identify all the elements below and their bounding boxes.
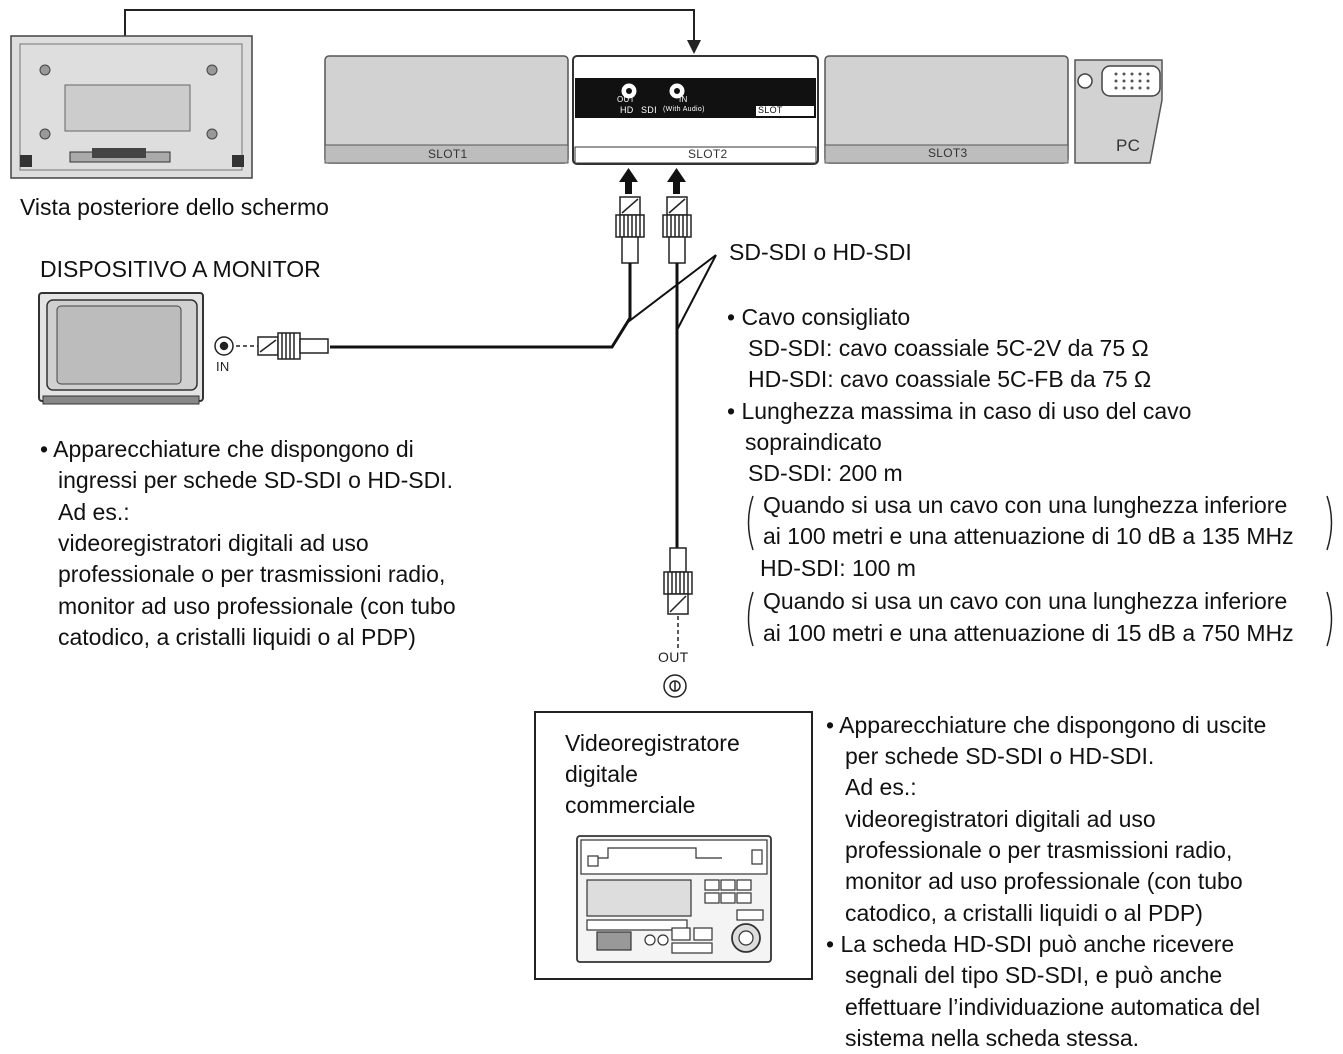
cable-spec-line: Quando si usa un cavo con una lunghezza … [763, 588, 1288, 614]
cable-spec-line: • Cavo consigliato [727, 304, 911, 330]
bnc-connector-out [615, 196, 645, 264]
recorder-bnc-plug [663, 547, 693, 650]
slot3-label: SLOT3 [928, 146, 968, 160]
recorder-desc-line: segnali del tipo SD-SDI, e può anche [845, 962, 1223, 988]
recorder-desc-line: sistema nella scheda stessa. [845, 1025, 1140, 1051]
recorder-output-jack-icon [663, 674, 687, 698]
slot2-hd-label: HD [620, 105, 634, 115]
cable-to-monitor [330, 263, 632, 349]
cable-spec-line: • Lunghezza massima in caso di uso del c… [727, 398, 1192, 424]
cable-spec-line: ai 100 metri e una attenuazione di 15 dB… [763, 620, 1294, 646]
monitor-desc-line: monitor ad uso professionale (con tubo [58, 593, 456, 619]
recorder-desc-line: effettuare l’individuazione automatica d… [845, 994, 1261, 1020]
slot1-panel [324, 55, 569, 164]
cable-spec-line: HD-SDI: 100 m [760, 555, 916, 581]
monitor-desc-line: videoregistratori digitali ad uso [58, 530, 369, 556]
slot2-with-audio-label: (With Audio) [663, 106, 705, 113]
slot2-panel [572, 55, 819, 165]
monitor-desc-line: ingressi per schede SD-SDI o HD-SDI. [58, 467, 453, 493]
slot1-label: SLOT1 [428, 147, 468, 161]
monitor-device-illustration [38, 292, 204, 405]
monitor-desc-line: professionale o per trasmissioni radio, [58, 561, 446, 587]
slot2-label: SLOT2 [688, 147, 728, 161]
recorder-desc-line: Ad es.: [845, 774, 917, 800]
monitor-device-title: DISPOSITIVO A MONITOR [40, 256, 321, 282]
monitor-bnc-plug [236, 332, 329, 360]
cable-spec-line: HD-SDI: cavo coassiale 5C-FB da 75 Ω [748, 366, 1152, 392]
recorder-desc-line: monitor ad uso professionale (con tubo [845, 868, 1243, 894]
recorder-title-line: digitale [565, 761, 638, 787]
monitor-input-label: IN [216, 359, 230, 374]
slot2-out-label: OUT [617, 95, 635, 104]
recorder-desc-line: • Apparecchiature che dispongono di usci… [826, 712, 1267, 738]
slot2-in-label: IN [679, 95, 688, 104]
cable-label-leaders [627, 254, 717, 331]
cable-spec-line: SD-SDI: 200 m [748, 460, 903, 486]
cable-label: SD-SDI o HD-SDI [729, 239, 912, 265]
slot2-sdi-label: SDI [641, 105, 657, 115]
recorder-title-line: Videoregistratore [565, 730, 740, 756]
slot3-panel [824, 55, 1069, 164]
recorder-desc-line: per schede SD-SDI o HD-SDI. [845, 743, 1155, 769]
cable-spec-line: ai 100 metri e una attenuazione di 10 dB… [763, 523, 1294, 549]
recorder-desc-line: professionale o per trasmissioni radio, [845, 837, 1233, 863]
cable-spec-line: Quando si usa un cavo con una lunghezza … [763, 492, 1288, 518]
recorder-title-line: commerciale [565, 792, 696, 818]
rear-view-caption: Vista posteriore dello schermo [20, 194, 329, 220]
monitor-desc-line: Ad es.: [58, 499, 130, 525]
pc-panel [1074, 59, 1163, 164]
input-arrows [619, 168, 686, 194]
display-rear-panel [10, 35, 253, 179]
recorder-illustration [576, 835, 772, 963]
cable-spec-line: sopraindicato [745, 429, 882, 455]
monitor-desc-line: • Apparecchiature che dispongono di [40, 436, 414, 462]
note-brackets [747, 495, 1333, 647]
recorder-desc-line: • La scheda HD-SDI può anche ricevere [826, 931, 1235, 957]
monitor-desc-line: catodico, a cristalli liquidi o al PDP) [58, 624, 416, 650]
recorder-desc-line: catodico, a cristalli liquidi o al PDP) [845, 900, 1203, 926]
recorder-output-label: OUT [658, 649, 689, 665]
slot2-index-label: SLOT [758, 105, 783, 115]
cable-spec-line: SD-SDI: cavo coassiale 5C-2V da 75 Ω [748, 335, 1149, 361]
bnc-connector-in [662, 196, 692, 264]
recorder-desc-line: videoregistratori digitali ad uso [845, 806, 1156, 832]
pc-label: PC [1116, 136, 1141, 155]
monitor-input-jack-icon [214, 336, 234, 356]
